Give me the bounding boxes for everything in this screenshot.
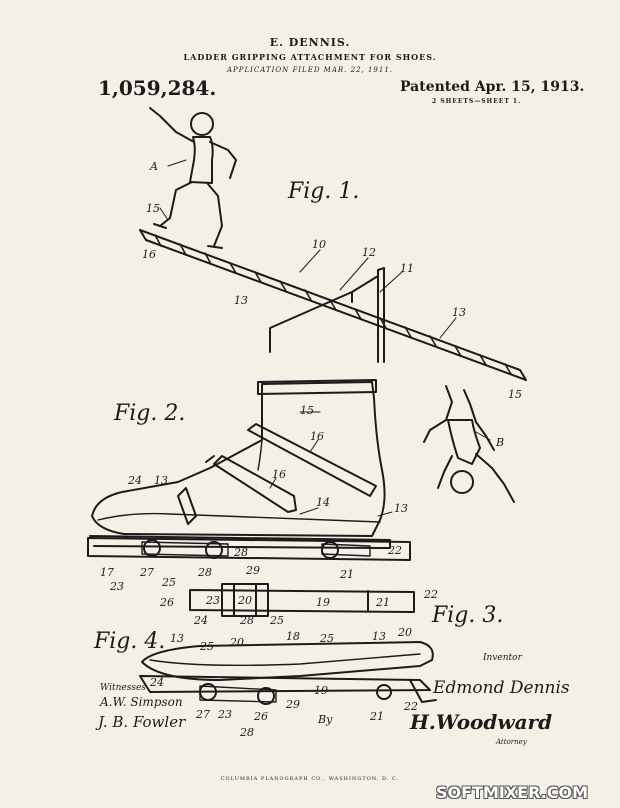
- label-fig2-21: 21: [339, 568, 354, 581]
- patent-number: 1,059,284.: [98, 76, 217, 100]
- witness-signature-1: A.W. Simpson: [100, 695, 183, 709]
- label-fig3-28: 28: [239, 614, 254, 627]
- fig4-sole: [139, 641, 437, 705]
- label-fig2-13l: 13: [154, 474, 168, 487]
- label-fig2-25: 25: [161, 576, 176, 589]
- fig3-strap: [189, 583, 415, 617]
- witness-signature-2: J. B. Fowler: [98, 713, 186, 731]
- label-fig2-13r: 13: [394, 502, 408, 515]
- label-fig4-21: 21: [369, 710, 384, 723]
- label-fig2-23: 23: [109, 580, 124, 593]
- by-label: By: [318, 713, 333, 726]
- label-fig3-24: 24: [193, 614, 208, 627]
- label-fig2-24: 24: [127, 474, 142, 487]
- label-fig3-19: 19: [316, 596, 330, 609]
- fig3-title: Fig. 3.: [431, 603, 503, 628]
- label-fig3-21: 21: [375, 596, 390, 609]
- inventor-signature: Edmond Dennis: [433, 678, 570, 698]
- inventor-name: E. DENNIS.: [269, 36, 351, 49]
- fig1-support-trestle: [269, 267, 385, 363]
- label-fig3-20: 20: [237, 594, 252, 607]
- patent-title: LADDER GRIPPING ATTACHMENT FOR SHOES.: [183, 52, 437, 62]
- label-fig4-23: 23: [217, 708, 232, 721]
- label-fig2-15: 15: [300, 404, 314, 417]
- label-fig4-20: 20: [229, 636, 244, 649]
- label-fig3-23: 23: [205, 594, 220, 607]
- fig1-figure-a: [149, 107, 237, 249]
- fig4-title: Fig. 4.: [93, 629, 165, 654]
- label-fig4-19: 19: [314, 684, 328, 697]
- site-watermark: SOFTMIXER.COM: [436, 783, 589, 802]
- label-fig1-10: 10: [312, 238, 326, 251]
- label-fig2-16b: 16: [272, 468, 286, 481]
- label-fig1-15b: 15: [508, 388, 522, 401]
- label-fig2-29: 29: [245, 564, 260, 577]
- label-fig1-13a: 13: [234, 294, 248, 307]
- label-fig2-22: 22: [387, 544, 402, 557]
- attorney-signature: H.Woodward: [410, 710, 553, 734]
- label-fig1-11: 11: [400, 262, 414, 275]
- label-fig4-26: 26: [253, 710, 268, 723]
- fig2-title: Fig. 2.: [113, 401, 185, 426]
- fig1-title: Fig. 1.: [287, 179, 359, 204]
- label-fig4-20b: 20: [397, 626, 412, 639]
- label-b: B: [495, 436, 504, 449]
- patented-date: Patented Apr. 15, 1913.: [400, 79, 585, 95]
- label-fig2-17: 17: [100, 566, 114, 579]
- application-filed: APPLICATION FILED MAR. 22, 1911.: [227, 66, 393, 74]
- fig1-ladder: [139, 229, 527, 381]
- attorney-label: Attorney: [496, 738, 527, 746]
- label-fig3-22: 22: [423, 588, 438, 601]
- label-fig2-28: 28: [233, 546, 248, 559]
- label-fig4-24: 24: [149, 676, 164, 689]
- label-fig4-29: 29: [285, 698, 300, 711]
- label-fig4-25b: 25: [319, 632, 334, 645]
- label-fig1-12: 12: [362, 246, 376, 259]
- sheet-count: 2 SHEETS—SHEET 1.: [432, 98, 522, 105]
- label-fig1-15a: 15: [146, 202, 160, 215]
- label-fig2-14: 14: [316, 496, 330, 509]
- leader-lines: [159, 159, 491, 517]
- label-fig2-28b: 28: [197, 566, 212, 579]
- label-fig4-18: 18: [286, 630, 300, 643]
- fig2-base-plate: [87, 537, 411, 561]
- label-fig1-16: 16: [142, 248, 156, 261]
- fig2-straps: [177, 423, 377, 525]
- label-a: A: [149, 160, 158, 173]
- label-fig4-27: 27: [195, 708, 210, 721]
- label-fig2-16a: 16: [310, 430, 324, 443]
- label-fig2-26: 26: [159, 596, 174, 609]
- label-fig4-25: 25: [199, 640, 214, 653]
- label-fig4-28: 28: [239, 726, 254, 739]
- fig1-figure-b: [423, 385, 515, 503]
- printer-credit: COLUMBIA PLANOGRAPH CO., WASHINGTON, D. …: [220, 776, 400, 782]
- witnesses-label: Witnesses: [100, 683, 146, 693]
- inventor-label: Inventor: [483, 653, 522, 663]
- label-fig1-13b: 13: [452, 306, 466, 319]
- label-fig4-13b: 13: [372, 630, 386, 643]
- label-fig2-27: 27: [139, 566, 154, 579]
- label-fig3-25: 25: [269, 614, 284, 627]
- label-fig4-22: 22: [403, 700, 418, 713]
- fig2-boot: [89, 379, 391, 549]
- label-fig4-13a: 13: [170, 632, 184, 645]
